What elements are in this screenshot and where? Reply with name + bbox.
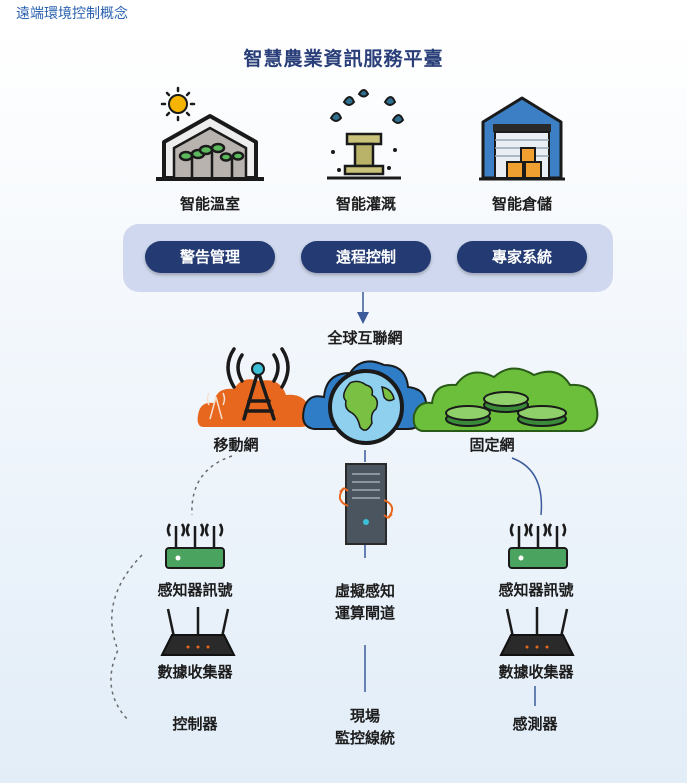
- page-caption: 遠端環境控制概念: [16, 6, 128, 22]
- site-monitoring-label-line2: 監控線統: [334, 729, 395, 747]
- virtual-gateway-label-line1: 虛擬感知: [334, 582, 395, 600]
- sensor-router-icon-right: [508, 523, 568, 569]
- expert-system-button[interactable]: 專家系統: [457, 241, 587, 273]
- greenhouse-icon: [156, 86, 264, 181]
- remote-control-button[interactable]: 遠程控制: [301, 241, 431, 273]
- site-monitoring-label: 現場 監控線統: [315, 705, 415, 749]
- virtual-gateway-label-line2: 運算閘道: [334, 604, 395, 622]
- fixed-network-cloud: [412, 367, 599, 432]
- sensor-router-icon-left: [165, 523, 225, 569]
- cell-tower-icon: [226, 347, 290, 421]
- sensor-device-label: 感測器: [512, 715, 558, 733]
- mobile-network-cloud: [197, 347, 311, 427]
- controller-label: 控制器: [172, 715, 218, 733]
- globe-icon: [328, 369, 404, 445]
- fixed-network-label: 固定網: [469, 436, 515, 454]
- data-collector-icon-right: [499, 607, 575, 656]
- warehouse-icon: [479, 96, 565, 181]
- alert-management-button[interactable]: 警告管理: [145, 241, 275, 273]
- service-label-warehouse: 智能倉儲: [491, 195, 552, 213]
- sensor-signal-label-left: 感知器訊號: [157, 581, 233, 599]
- server-icon: [338, 463, 394, 545]
- irrigation-icon: [327, 89, 405, 180]
- small-tower-icon: [206, 392, 226, 420]
- data-collector-label-right: 數據收集器: [498, 663, 574, 681]
- service-label-irrigation: 智能灌溉: [335, 195, 396, 213]
- site-monitoring-label-line1: 現場: [349, 707, 380, 725]
- sensor-signal-label-right: 感知器訊號: [498, 581, 574, 599]
- virtual-gateway-label: 虛擬感知 運算閘道: [315, 580, 415, 624]
- internet-label: 全球互聯網: [327, 329, 403, 347]
- data-collector-label-left: 數據收集器: [157, 663, 233, 681]
- diagram-title: 智慧農業資訊服務平臺: [243, 48, 444, 70]
- sun-icon: [160, 86, 196, 122]
- mobile-network-label: 移動網: [213, 436, 259, 454]
- data-collector-icon-left: [160, 607, 236, 656]
- internet-globe-cloud: [302, 360, 428, 445]
- service-label-greenhouse: 智能溫室: [179, 195, 240, 213]
- fixed-network-devices-icon: [445, 391, 567, 427]
